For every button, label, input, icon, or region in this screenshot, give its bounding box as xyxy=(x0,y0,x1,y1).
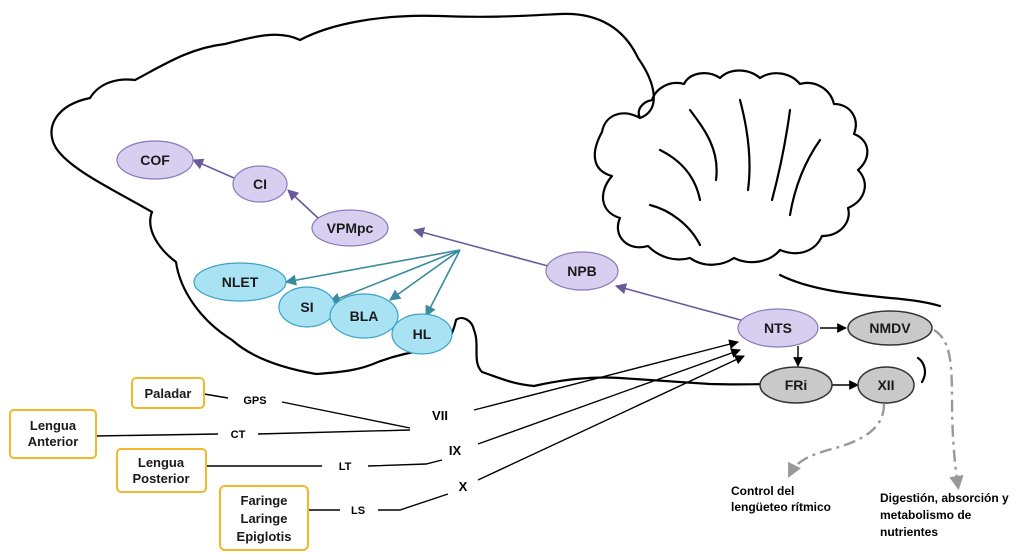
box-lengua-posterior: Lengua Posterior xyxy=(117,449,206,492)
node-nmdv-label: NMDV xyxy=(869,320,911,336)
node-nts-label: NTS xyxy=(764,320,792,336)
node-hl-label: HL xyxy=(413,326,432,342)
ls-line xyxy=(308,494,448,510)
arrow-vpmpc-ci xyxy=(288,190,318,218)
node-vpmpc-label: VPMpc xyxy=(327,220,374,236)
node-npb-label: NPB xyxy=(567,263,597,279)
box-paladar-line-0: Paladar xyxy=(145,386,192,401)
xii-output-arrow xyxy=(790,404,884,474)
branch-ct-label: CT xyxy=(231,429,246,441)
note-digestion-line-1: metabolismo de xyxy=(880,508,972,522)
box-paladar: Paladar xyxy=(132,378,204,408)
cerebellum-outline xyxy=(595,71,868,265)
ct-line xyxy=(96,430,410,436)
gps-line xyxy=(204,394,410,428)
node-ci: CI xyxy=(233,166,287,202)
node-nts: NTS xyxy=(738,309,818,347)
note-control-line-0: Control del xyxy=(731,484,794,498)
box-lengua-anterior-line-0: Lengua xyxy=(30,418,77,433)
note-digestion-line-2: nutrientes xyxy=(880,525,938,539)
arrow-ci-cof xyxy=(193,160,234,178)
note-control: Control del lengüeteo rítmico xyxy=(731,484,831,514)
branch-lt-label: LT xyxy=(339,461,352,473)
branch-ls-label: LS xyxy=(351,505,365,517)
lt-line xyxy=(206,460,442,466)
arrow-nts-npb xyxy=(616,286,748,322)
nerve-ix-label: IX xyxy=(449,443,462,458)
box-faringe: Faringe Laringe Epiglotis xyxy=(220,486,308,550)
vii-line xyxy=(474,342,738,410)
box-faringe-line-2: Epiglotis xyxy=(237,529,292,544)
node-vpmpc: VPMpc xyxy=(312,210,388,246)
note-digestion: Digestión, absorción y metabolismo de nu… xyxy=(880,491,1009,539)
node-npb: NPB xyxy=(546,252,618,290)
node-cof-label: COF xyxy=(140,152,170,168)
branch-gps-label: GPS xyxy=(243,395,266,407)
box-lengua-anterior-line-1: Anterior xyxy=(28,434,79,449)
cerebellum-folia xyxy=(650,100,820,245)
node-fri: FRi xyxy=(760,367,832,403)
output-arrows xyxy=(790,330,958,486)
box-faringe-line-0: Faringe xyxy=(241,493,288,508)
node-cof: COF xyxy=(117,141,193,179)
note-control-line-1: lengüeteo rítmico xyxy=(731,500,831,514)
node-hl: HL xyxy=(392,314,452,354)
node-xii-label: XII xyxy=(877,377,894,393)
spinal-outline xyxy=(918,358,925,382)
node-nmdv: NMDV xyxy=(848,311,932,345)
nerve-x-label: X xyxy=(459,479,468,494)
node-bla-label: BLA xyxy=(350,308,379,324)
nerve-vii-label: VII xyxy=(432,408,448,423)
arrow-to-si xyxy=(330,250,460,302)
node-ci-label: CI xyxy=(253,176,267,192)
brain-outline xyxy=(51,14,940,400)
arrow-to-bla xyxy=(390,250,460,300)
arrow-to-hl xyxy=(426,250,460,316)
box-lengua-posterior-line-0: Lengua xyxy=(138,455,185,470)
node-nlet-label: NLET xyxy=(222,274,259,290)
box-lengua-anterior: Lengua Anterior xyxy=(10,410,96,458)
brainstem-outline xyxy=(780,275,940,306)
ix-line xyxy=(478,350,740,444)
box-lengua-posterior-line-1: Posterior xyxy=(132,471,189,486)
box-faringe-line-1: Laringe xyxy=(241,511,288,526)
cortex-outline xyxy=(51,14,653,212)
node-bla: BLA xyxy=(330,294,398,338)
node-si-label: SI xyxy=(300,299,313,315)
node-nlet: NLET xyxy=(194,263,286,301)
node-fri-label: FRi xyxy=(785,377,808,393)
node-xii: XII xyxy=(858,367,914,403)
node-si: SI xyxy=(279,287,335,327)
note-digestion-line-0: Digestión, absorción y xyxy=(880,491,1009,505)
arrow-to-nlet xyxy=(286,250,460,282)
nmdv-output-arrow xyxy=(934,330,958,486)
